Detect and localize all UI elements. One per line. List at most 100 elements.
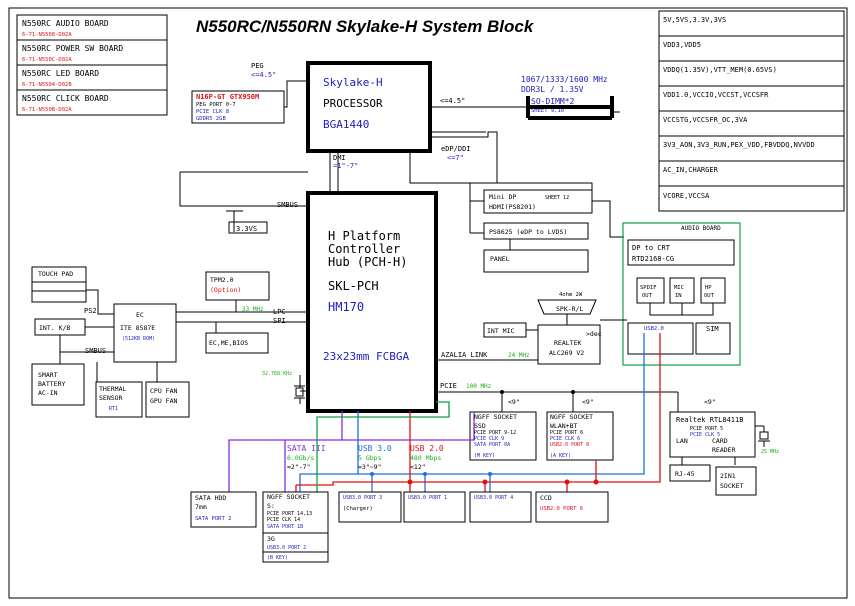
usb-port3-block: USB3.0 PORT 3 (Charger) [338,491,402,523]
ssd-type: SSD [474,422,486,430]
xtal-symbol [294,375,308,404]
wlan-pcie-port: PCIE PORT 6 [550,430,583,436]
hp-out: OUT [704,293,715,299]
keyboard-block: INT. K/B [34,318,86,336]
battery-l2: BATTERY [38,380,65,388]
ccd-label: CCD [540,494,552,502]
dmi-length: =1"-7" [333,162,358,170]
xtal-freq: 32.768 KHz [262,371,292,377]
peg-label: PEG [251,62,264,70]
codec-dec: >dec [586,330,602,338]
sodimm-slot [430,96,620,120]
pcie-len-lan: <9" [704,398,716,406]
board-pn: 6-71-N550C-D02A [22,57,72,63]
page-frame [8,7,848,599]
cpu-name: Skylake-H [323,76,383,89]
power-rail: 3V3_AON,3V3_RUN,PEX_VDD,FBVDDQ,NVVDD [663,141,815,149]
codec-block: >dec REALTEK ALC269 V2 [537,324,602,365]
power-rail: VDD3,VDD5 [663,41,701,49]
thermal-block: THERMAL SENSOR RT1 [95,381,143,418]
codec-vendor: REALTEK [554,339,581,347]
wlan-key: (A KEY) [550,453,571,459]
board-list: N550RC AUDIO BOARD 6-71-N5508-D02A N550R… [16,14,168,116]
pch-package: 23x23mm FCBGA [323,350,409,363]
gpu-clk: PCIE CLK 8 [196,109,229,115]
ssd-key: (M KEY) [474,453,495,459]
touchpad-block: TOUCH PAD [31,266,87,303]
audio-usb-label: USB2.0 [644,326,664,332]
hdd-title: SATA HDD [195,494,226,502]
usb3-bus [299,333,645,492]
ssd-sata-port: SATA PORT 0A [474,442,510,448]
rj45-block: RJ-45 [669,464,711,482]
ccd-block: CCD USB2.0 PORT 6 [535,491,609,523]
panel-label: PANEL [490,255,510,263]
ec-block: EC ITE 8587E (512KB ROM) [113,303,177,363]
dmi-label: DMI [333,154,346,162]
spi-label: SPI [273,317,286,325]
cpu-type: PROCESSOR [323,97,383,110]
ssd-socket-block: NGFF SOCKET SSD PCIE PORT 9-12 PCIE CLK … [469,411,537,461]
lan-pcie-port: PCIE PORT 5 [690,426,723,432]
pcie-len-ssd: <9" [508,398,520,406]
usb2-label: USB 2.0 [410,444,444,453]
ngff-3g-title: NGFF SOCKET [267,493,310,501]
board-pn: 6-71-N5508-D02A [22,32,72,38]
board-name: N550RC POWER SW BOARD [22,44,123,53]
memory-type: DDR3L / 1.35V [521,85,584,94]
sim-label: SIM [706,325,719,333]
usb-port4-block: USB3.0 PORT 4 [469,491,532,523]
ngff-3g-s: S: [267,502,275,510]
lan-chip: Realtek RTL8411B [676,416,743,424]
ec-rom: (512KB ROM) [122,336,155,342]
power-rail: VCORE,VCCSA [663,192,710,200]
gpu-port: PEG PORT 0-7 [196,102,236,108]
lpc-freq: 33 MHz [242,306,264,313]
power-rail-list: 5V,5VS,3.3V,3VS VDD3,VDD5 VDDQ(1.35V),VT… [658,10,845,212]
usb2-length: <12" [410,463,426,471]
codec-model: ALC269 V2 [549,349,584,357]
edp-length: <=7" [447,154,464,162]
speaker-watt: 4ohm 2W [559,292,583,298]
cpu-package: BGA1440 [323,118,369,131]
mic-label: MIC [674,285,684,291]
lan-pcie-clk: PCIE CLK 5 [690,432,720,438]
ps2-label: PS2 [84,307,97,315]
usb-port1-block: USB3.0 PORT 1 [403,491,466,523]
cpu-block: Skylake-H PROCESSOR BGA1440 [306,61,432,153]
usb-port3-charger: (Charger) [343,506,373,512]
board-name: N550RC CLICK BOARD [22,94,109,103]
lpc-label: LPC [273,308,286,316]
rj45-label: RJ-45 [675,470,695,478]
wlan-type: WLAN+BT [550,422,577,430]
smbus-top-label: SMBUS [277,201,298,209]
peg-link [284,80,308,108]
memory-length: <=4.5" [440,97,465,105]
ec-bios-label: EC,ME,BIOS [209,339,248,347]
board-pn: 6-71-N550B-D02A [22,107,72,113]
wlan-socket-block: NGFF SOCKET WLAN+BT PCIE PORT 6 PCIE CLK… [546,411,614,461]
card-label: CARD [712,437,728,445]
hdd-block: SATA HDD 7mm SATA PORT 2 [190,491,257,528]
audio-board-title: AUDIO BOARD [681,225,721,232]
lan-xtal [755,425,770,447]
speaker-name: SPK-R/L [556,305,583,313]
pch-block: H Platform Controller Hub (PCH-H) SKL-PC… [306,191,438,413]
pch-family: SKL-PCH [328,279,379,293]
spdif-label: SPDIF [640,285,657,291]
mic-in: IN [675,293,682,299]
tpm-block: TPM2.0 (Option) [205,271,270,301]
usb-port1-label: USB3.0 PORT 1 [408,495,447,501]
board-name: N550RC AUDIO BOARD [22,19,109,28]
usb2-speed: 480 Mbps [410,454,441,462]
battery-l1: SMART [38,371,58,379]
hdd-port: SATA PORT 2 [195,516,231,522]
lan-block: Realtek RTL8411B PCIE PORT 5 PCIE CLK 5 … [669,411,756,458]
gpu-name: N16P-GT GTX950M [196,93,259,101]
board-name: N550RC LED BOARD [22,69,99,78]
wlan-pcie-clk: PCIE CLK 6 [550,436,580,442]
power-rail: 5V,5VS,3.3V,3VS [663,16,726,24]
dp-crt-label: DP to CRT [632,244,671,252]
ngff-3g-usb-port: USB3.0 PORT 2 [267,545,306,551]
ps8625-block: PS8625 (eDP to LVDS) [483,222,589,240]
